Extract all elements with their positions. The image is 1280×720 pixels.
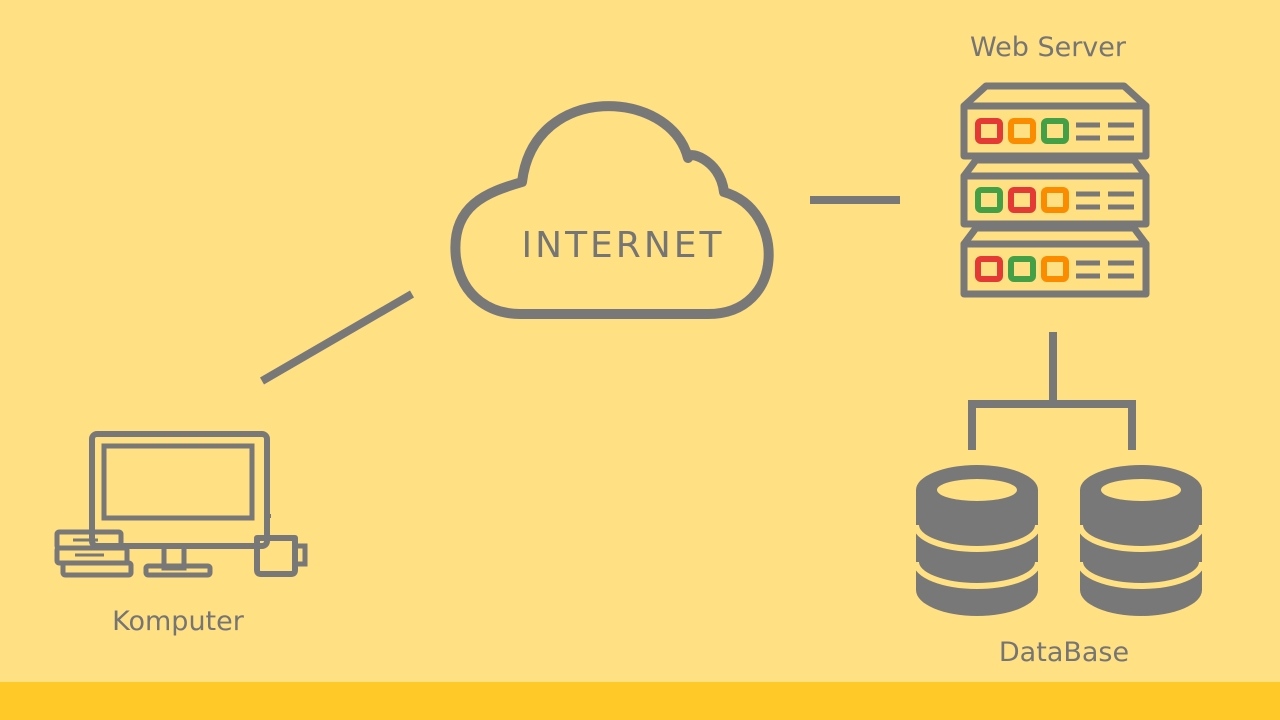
server-led bbox=[1041, 187, 1069, 213]
server-led bbox=[975, 187, 1003, 213]
database-icon bbox=[1077, 465, 1205, 616]
server-led bbox=[1008, 187, 1036, 213]
database-icon bbox=[913, 465, 1041, 616]
web-server-label: Web Server bbox=[970, 32, 1127, 63]
server-unit bbox=[960, 156, 1150, 228]
server-led bbox=[1041, 256, 1069, 282]
connector-computer-internet bbox=[259, 290, 415, 385]
cloud-icon bbox=[450, 101, 774, 319]
server-led bbox=[1041, 118, 1069, 144]
mug-icon bbox=[254, 535, 298, 577]
server-led bbox=[975, 118, 1003, 144]
bottom-bar bbox=[0, 682, 1280, 720]
server-led bbox=[975, 256, 1003, 282]
computer-label: Komputer bbox=[112, 606, 245, 637]
server-unit bbox=[960, 82, 1150, 160]
database-label: DataBase bbox=[999, 637, 1129, 668]
server-rack-icon bbox=[960, 82, 1150, 298]
desktop-computer-icon bbox=[54, 431, 308, 578]
server-led bbox=[1008, 118, 1036, 144]
connector-server-database bbox=[968, 332, 1136, 450]
server-led bbox=[1008, 256, 1036, 282]
internet-label: INTERNET bbox=[522, 225, 725, 266]
server-unit bbox=[960, 224, 1150, 298]
